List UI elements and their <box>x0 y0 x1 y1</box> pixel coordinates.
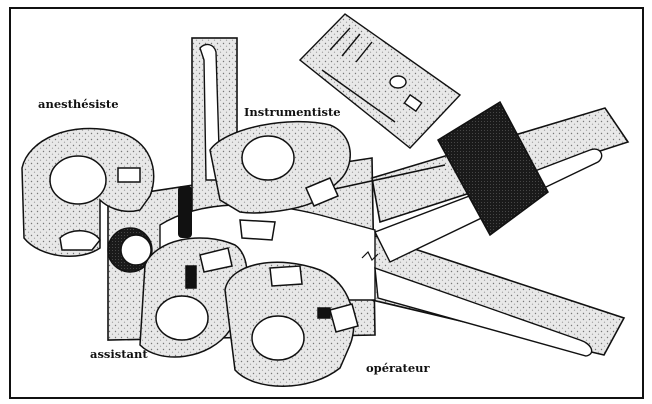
label-operateur: opérateur <box>366 361 431 375</box>
label-assistant: assistant <box>90 347 148 361</box>
anesthesia-screen <box>178 186 192 238</box>
label-instrumentiste: Instrumentiste <box>244 105 341 119</box>
label-anesthesiste: anesthésiste <box>38 97 119 111</box>
